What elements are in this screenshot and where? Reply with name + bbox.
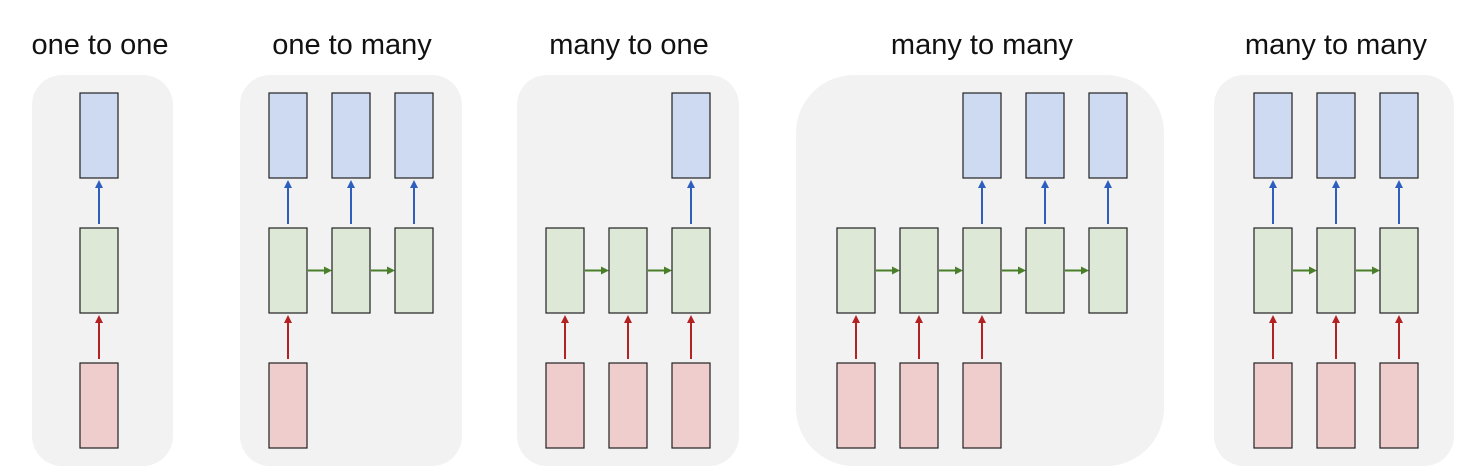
output-box	[671, 92, 711, 179]
hidden-state-box	[79, 227, 119, 314]
output-box	[1025, 92, 1065, 179]
input-box	[671, 362, 711, 449]
input-box	[1316, 362, 1356, 449]
hidden-state-box	[545, 227, 585, 314]
hidden-state-box	[899, 227, 939, 314]
panel-title: many to many	[891, 29, 1074, 61]
hidden-state-box	[331, 227, 371, 314]
hidden-state-box	[1379, 227, 1419, 314]
panel-content	[79, 92, 119, 449]
panel-title: one to one	[31, 29, 168, 61]
hidden-state-box	[671, 227, 711, 314]
output-box	[1088, 92, 1128, 179]
panel-one-to-many: one to many	[240, 29, 462, 466]
input-box	[962, 362, 1002, 449]
panel-one-to-one: one to one	[31, 29, 173, 466]
panel-many-to-one: many to one	[517, 29, 739, 466]
hidden-state-box	[608, 227, 648, 314]
input-box	[1253, 362, 1293, 449]
hidden-state-box	[1025, 227, 1065, 314]
input-box	[1379, 362, 1419, 449]
panel-content	[545, 92, 711, 449]
panel-many-to-many-delayed: many to many	[796, 29, 1164, 466]
output-box	[962, 92, 1002, 179]
hidden-state-box	[836, 227, 876, 314]
input-box	[268, 362, 308, 449]
input-box	[79, 362, 119, 449]
hidden-state-box	[1253, 227, 1293, 314]
hidden-state-box	[1316, 227, 1356, 314]
panel-title: many to many	[1245, 29, 1428, 61]
panel-title: many to one	[549, 29, 709, 61]
output-box	[331, 92, 371, 179]
hidden-state-box	[394, 227, 434, 314]
output-box	[268, 92, 308, 179]
hidden-state-box	[962, 227, 1002, 314]
output-box	[1379, 92, 1419, 179]
panel-content	[1253, 92, 1419, 449]
output-box	[394, 92, 434, 179]
input-box	[545, 362, 585, 449]
panel-many-to-many-synced: many to many	[1214, 29, 1454, 466]
panel-content	[268, 92, 434, 449]
panel-content	[836, 92, 1128, 449]
input-box	[836, 362, 876, 449]
output-box	[79, 92, 119, 179]
hidden-state-box	[268, 227, 308, 314]
hidden-state-box	[1088, 227, 1128, 314]
input-box	[608, 362, 648, 449]
input-box	[899, 362, 939, 449]
output-box	[1253, 92, 1293, 179]
output-box	[1316, 92, 1356, 179]
panel-title: one to many	[272, 29, 432, 61]
